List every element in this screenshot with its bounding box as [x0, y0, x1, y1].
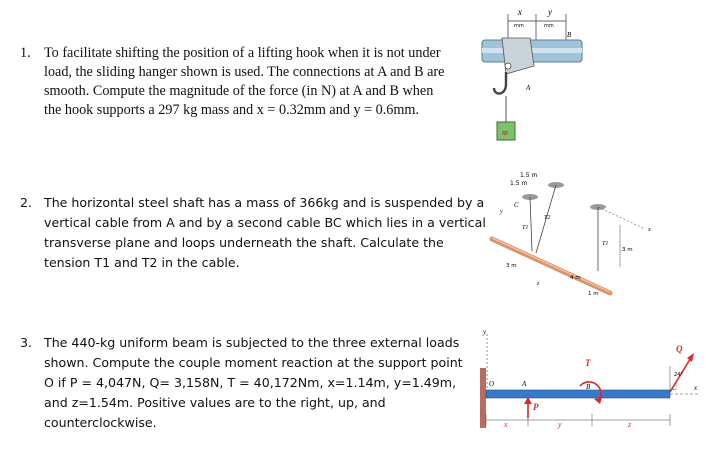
- label-P: P: [533, 402, 539, 412]
- label-mm-2: mm: [544, 23, 554, 29]
- force-Q-arrow: [669, 355, 693, 393]
- label-axis-y: y: [499, 209, 503, 215]
- label-axis-y: y: [482, 328, 487, 336]
- problem-number: 2.: [20, 195, 33, 210]
- label-A: A: [521, 380, 527, 388]
- problem-text: The 440-kg uniform beam is subjected to …: [44, 335, 463, 430]
- label-z: z: [627, 420, 632, 429]
- problem-text: To facilitate shifting the position of a…: [44, 45, 445, 118]
- label-top-dim-2: 1.5 m: [510, 180, 527, 187]
- label-y: y: [557, 420, 562, 429]
- figure-loaded-beam: y O x A B C P T Q 24° x y z: [476, 326, 706, 441]
- mass-block: [496, 121, 516, 141]
- label-mm-1: mm: [514, 23, 524, 29]
- problem-number: 1.: [20, 45, 31, 61]
- label-C: C: [514, 201, 519, 209]
- figure-sliding-hanger: x y mm mm B A m: [468, 4, 584, 154]
- label-T: T: [585, 358, 591, 368]
- label-right-dim: 3 m: [622, 247, 633, 253]
- uniform-beam: [485, 389, 671, 399]
- label-y: y: [547, 7, 552, 17]
- label-A: A: [525, 84, 531, 92]
- hook-icon: [492, 72, 508, 95]
- label-B: B: [586, 383, 591, 391]
- problem-3: 3. The 440-kg uniform beam is subjected …: [20, 333, 475, 433]
- figure-steel-shaft: 1.5 m 1.5 m C T1 T2 T1 x y z 3 m 3 m 4 m…: [480, 163, 695, 303]
- label-B: B: [567, 31, 572, 39]
- label-end-dim: 1 m: [588, 291, 599, 297]
- label-O: O: [489, 380, 494, 388]
- label-x: x: [503, 420, 508, 429]
- label-T2: T2: [544, 215, 550, 221]
- label-top-dim-1: 1.5 m: [520, 172, 537, 179]
- label-T1-right: T1: [602, 241, 608, 247]
- problem-2: 2. The horizontal steel shaft has a mass…: [20, 193, 490, 273]
- label-axis-z: z: [536, 281, 540, 287]
- label-x: x: [517, 7, 522, 17]
- label-axis-x: x: [693, 384, 698, 392]
- wall-support: [480, 368, 486, 428]
- problem-number: 3.: [20, 335, 33, 350]
- label-mid-dim: 4 m: [570, 275, 581, 281]
- label-Q: Q: [676, 344, 683, 354]
- label-angle: 24°: [674, 372, 683, 378]
- steel-shaft: [489, 236, 613, 296]
- label-mass: m: [502, 128, 508, 137]
- problem-1: 1. To facilitate shifting the position o…: [20, 44, 450, 120]
- label-T1-left: T1: [522, 225, 528, 231]
- label-left-dim: 3 m: [506, 263, 517, 269]
- label-axis-x: x: [647, 227, 651, 233]
- problem-text: The horizontal steel shaft has a mass of…: [44, 195, 486, 270]
- label-C: C: [672, 384, 677, 392]
